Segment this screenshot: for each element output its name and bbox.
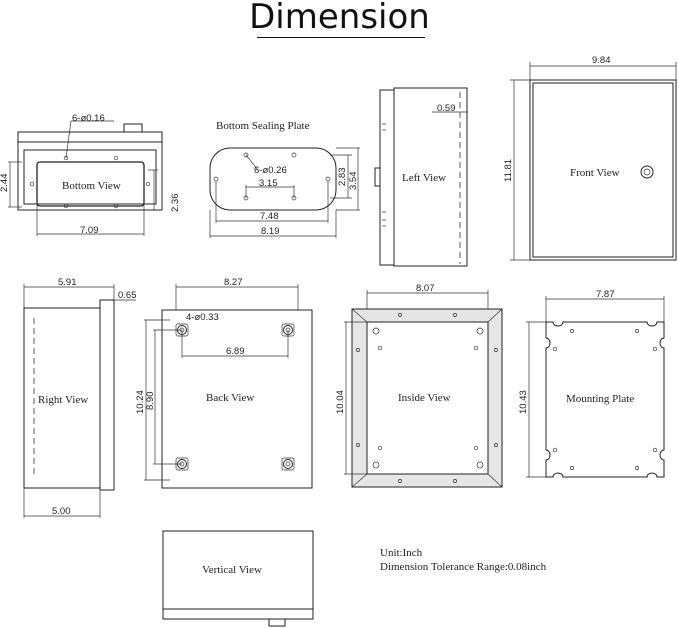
sealing-hole-spacing-dim: 3.15 — [259, 178, 278, 189]
right-view-label: Right View — [38, 394, 88, 406]
back-holes-label: 4-ø0.33 — [186, 312, 219, 323]
inside-view: 8.07 10.04 Inside View — [335, 283, 503, 488]
right-width-dim: 5.91 — [58, 277, 77, 288]
inside-height-dim: 10.04 — [335, 390, 346, 414]
inside-width-dim: 8.07 — [416, 283, 435, 294]
bottom-view-label: Bottom View — [62, 180, 121, 192]
sealing-width-dim: 8.19 — [261, 226, 280, 237]
left-view-label: Left View — [402, 172, 446, 184]
mounting-height-dim: 10.43 — [518, 390, 529, 414]
back-view: 8.27 4-ø0.33 6.89 10.24 8.90 Back View — [135, 277, 313, 489]
sealing-inner-width-dim: 7.48 — [260, 211, 279, 222]
left-view: 0.59 Left View — [374, 87, 468, 267]
front-width-dim: 9.84 — [592, 55, 611, 66]
bottom-inner-height-dim: 2.36 — [170, 194, 181, 213]
sealing-height-dim: 3.54 — [348, 172, 359, 191]
left-depth-dim: 0.59 — [437, 103, 456, 114]
back-width-dim: 8.27 — [224, 277, 243, 288]
right-lip-dim: 0.65 — [118, 290, 137, 301]
sealing-inner-height-dim: 2.83 — [337, 168, 348, 187]
bottom-width-dim: 7.09 — [80, 225, 99, 236]
right-depth-dim: 5.00 — [52, 506, 71, 517]
front-view: 9.84 11.81 Front View — [503, 55, 677, 261]
back-height-dim: 10.24 — [135, 390, 146, 414]
back-hole-width-dim: 6.89 — [226, 346, 245, 357]
vertical-view-label: Vertical View — [202, 564, 262, 576]
sealing-plate-view: Bottom Sealing Plate 6-ø0.26 3.15 2.83 3… — [209, 120, 360, 238]
front-height-dim: 11.81 — [503, 159, 514, 182]
mounting-plate-view: 7.87 10.43 Mounting Plate — [518, 289, 665, 478]
back-hole-height-dim: 8.90 — [145, 392, 156, 411]
right-view: 5.91 0.65 Right View 5.00 — [23, 277, 137, 518]
sealing-plate-label: Bottom Sealing Plate — [216, 120, 310, 132]
bottom-holes-label: 6-ø0.16 — [72, 113, 105, 124]
mounting-plate-label: Mounting Plate — [566, 393, 634, 405]
inside-view-label: Inside View — [398, 392, 451, 404]
mounting-width-dim: 7.87 — [596, 289, 615, 300]
page-title: Dimension — [249, 0, 430, 37]
front-view-label: Front View — [570, 167, 620, 179]
title-underline — [257, 37, 425, 39]
vertical-view: Vertical View — [162, 530, 314, 627]
unit-note: Unit:Inch — [380, 547, 423, 559]
bottom-view: 6-ø0.16 Bottom View 2.44 2.36 7.09 — [0, 113, 181, 236]
sealing-holes-label: 6-ø0.26 — [254, 165, 287, 176]
bottom-height-dim: 2.44 — [0, 174, 10, 193]
back-view-label: Back View — [206, 392, 254, 404]
tolerance-note: Dimension Tolerance Range:0.08inch — [380, 561, 547, 573]
